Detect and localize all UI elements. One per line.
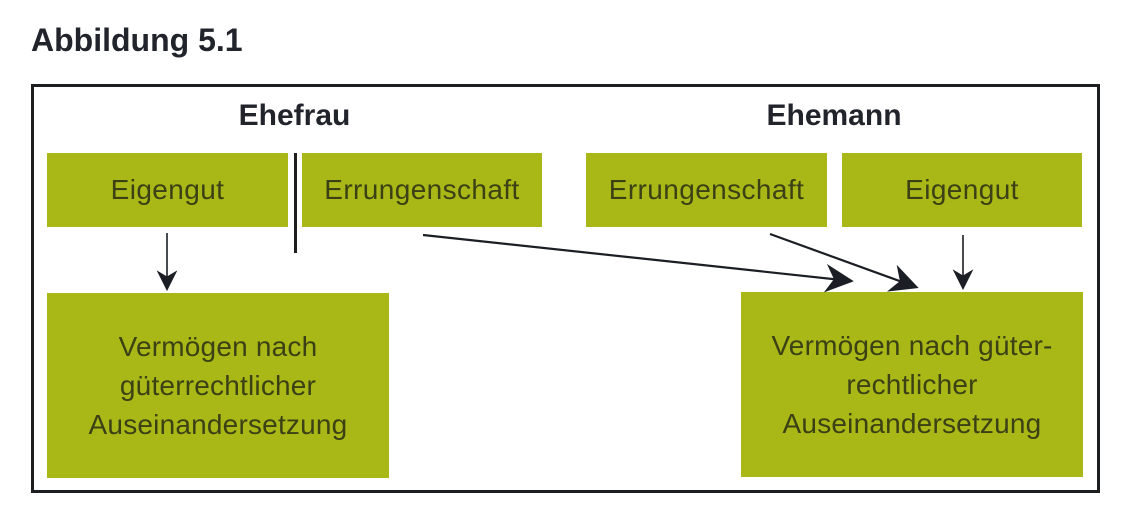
heading-ehefrau: Ehefrau [238,99,351,132]
figure-title: Abbildung 5.1 [31,22,243,58]
result-line: güterrechtlicher [119,370,317,401]
box-ehefrau-eigengut: Eigengut [47,153,288,227]
box-ehemann-eigengut: Eigengut [842,153,1082,227]
heading-ehemann: Ehemann [766,99,902,132]
box-ehemann-errungenschaft: Errungenschaft [586,153,827,227]
box-ehefrau-errungenschaft: Errungenschaft [302,153,542,227]
result-line: Vermögen nach [118,331,318,362]
result-line: Auseinandersetzung [88,409,348,440]
box-vermoegen-ehefrau: Vermögen nach güterrechtlicher Auseinand… [47,293,389,478]
result-line: Vermögen nach güter- [771,330,1053,361]
box-vermoegen-ehemann: Vermögen nach güter- rechtlicher Auseina… [741,292,1083,477]
result-line: rechtlicher [846,369,978,400]
spouse-column-divider [294,153,297,253]
result-line: Auseinandersetzung [782,408,1042,439]
